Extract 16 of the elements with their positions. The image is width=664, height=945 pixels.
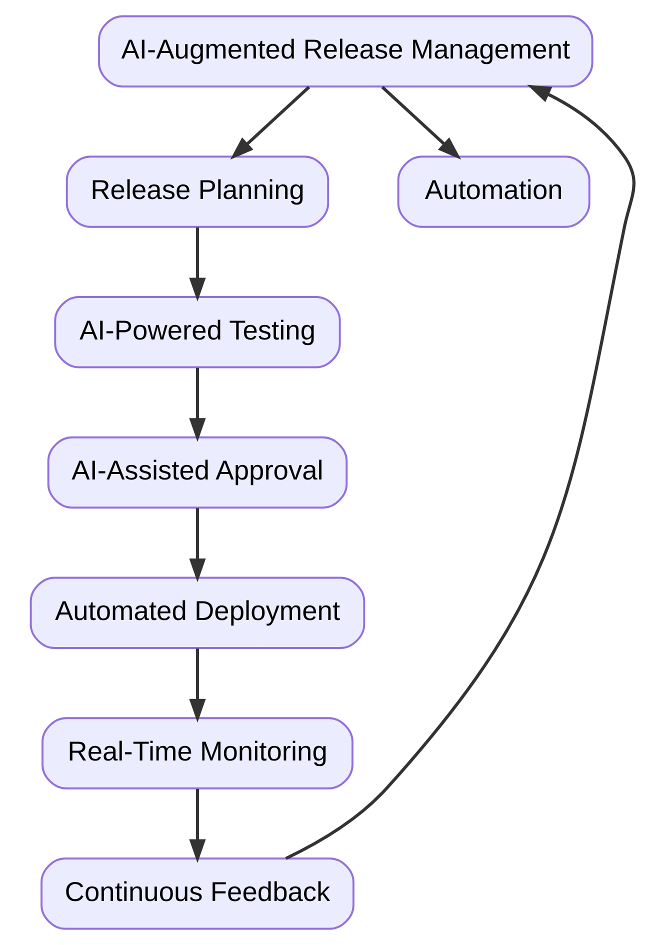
arrow [188, 508, 206, 582]
node-box: AI-Augmented Release Management [98, 15, 593, 88]
arrow [188, 648, 206, 723]
arrow [284, 84, 635, 860]
arrow [380, 86, 461, 160]
node-box: Release Planning [65, 156, 329, 228]
arrow [188, 788, 206, 864]
node-box: Continuous Feedback [40, 858, 354, 930]
node-box: Real-Time Monitoring [41, 717, 353, 790]
node-box: Automated Deployment [29, 576, 365, 649]
node-box: AI-Assisted Approval [46, 436, 348, 509]
arrow [188, 227, 206, 302]
node-box: Automation [396, 156, 590, 228]
arrow [188, 368, 206, 442]
node-box: AI-Powered Testing [54, 296, 340, 368]
arrow [230, 86, 310, 160]
